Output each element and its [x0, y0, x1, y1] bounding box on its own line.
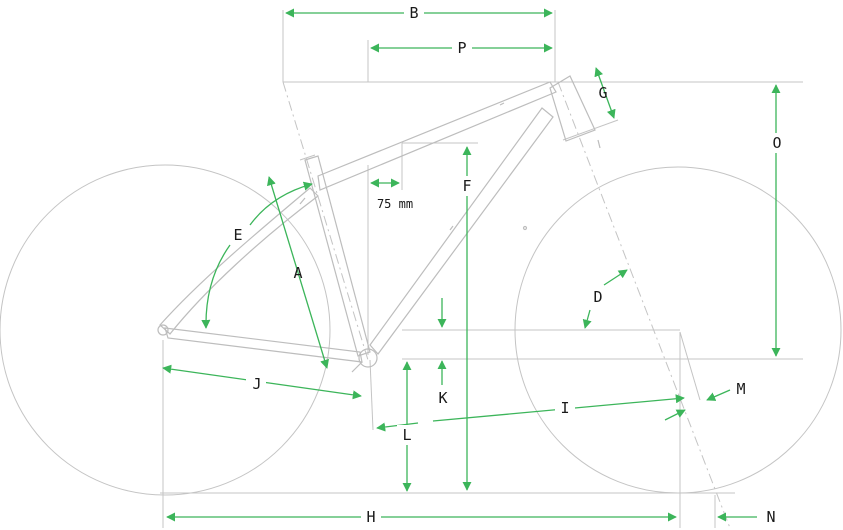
label-d: D [593, 288, 602, 306]
label-e: E [233, 226, 242, 244]
label-b: B [409, 4, 418, 22]
label-a: A [293, 264, 302, 282]
label-o: O [772, 134, 781, 152]
bike-frame [157, 75, 601, 373]
label-h: H [366, 508, 375, 526]
label-backgrounds [246, 3, 786, 527]
rear-wheel [0, 164, 331, 496]
label-offset-75mm: 75 mm [377, 197, 413, 211]
label-j: J [252, 375, 261, 393]
label-g: G [598, 84, 607, 102]
reference-lines [160, 10, 803, 529]
label-p: P [457, 39, 466, 57]
label-i: I [560, 399, 569, 417]
label-f: F [462, 177, 471, 195]
label-m: M [736, 380, 745, 398]
label-l: L [402, 426, 411, 444]
label-n: N [766, 508, 775, 526]
dimension-arrows [162, 8, 781, 522]
label-k: K [438, 389, 447, 407]
